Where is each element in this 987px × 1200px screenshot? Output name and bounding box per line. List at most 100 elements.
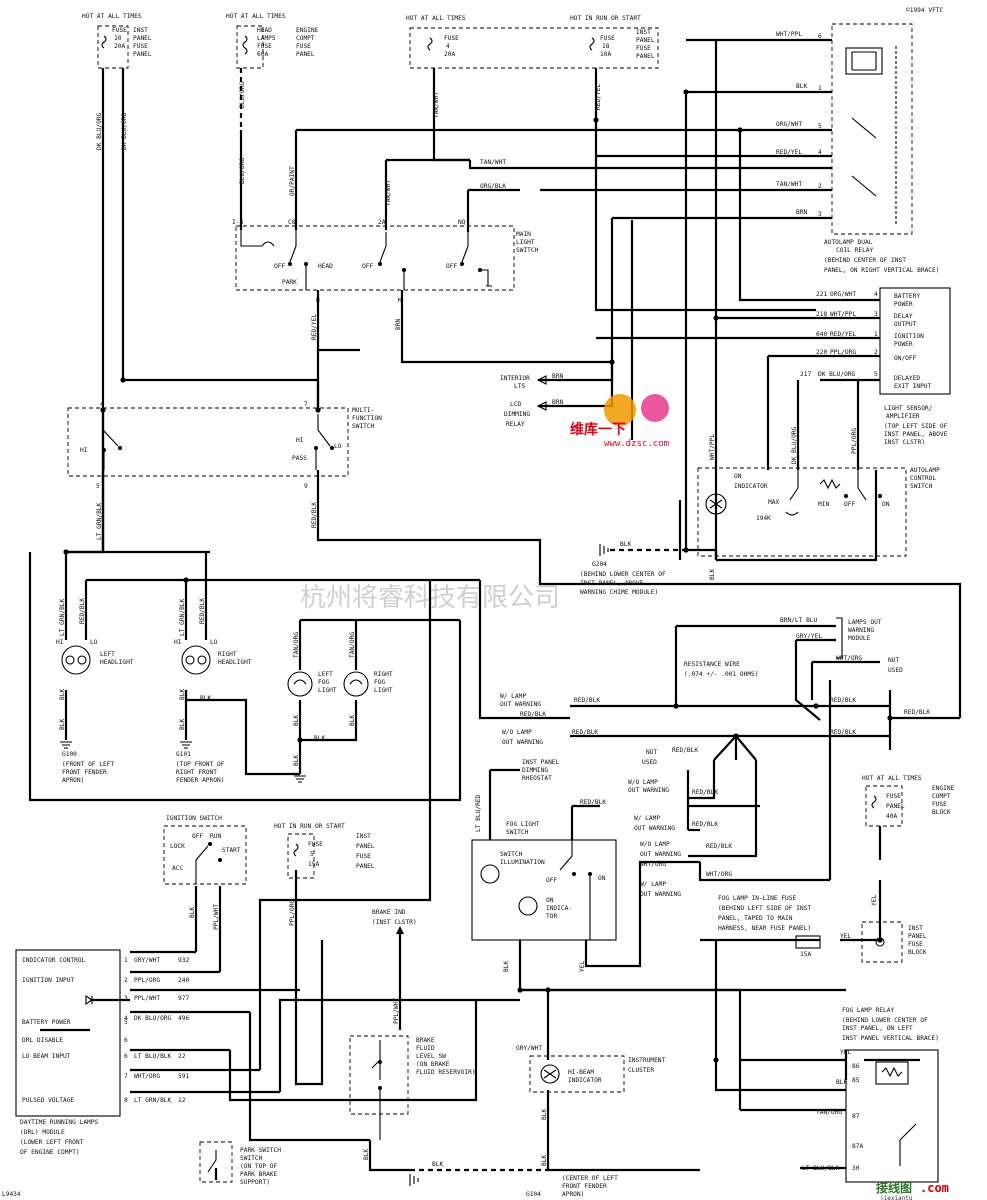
inst-block-1: INST <box>908 925 923 932</box>
ctrl-pos-off: OFF <box>844 501 855 508</box>
drl-row-circuit: 977 <box>178 995 189 1002</box>
dzsc-logo: 维库一下 www.dzsc.com <box>570 394 669 449</box>
drl-row-func: DRL DISABLE <box>22 1037 63 1044</box>
hl-right-lo: LO <box>210 639 218 646</box>
fog-ind-1: ON <box>546 897 554 904</box>
ctrl-pos-min: MIN <box>818 501 829 508</box>
g100-2: (FRONT OF LEFT <box>62 761 114 768</box>
main-switch-label-2: LIGHT <box>516 239 535 246</box>
fuse4-l1: FUSE <box>444 35 459 42</box>
lbl-tan-wht-1: TAN/WHT <box>433 92 440 118</box>
wol1-a: W/O LAMP <box>502 729 532 736</box>
g104: G104 (CENTER OF LEFT FRONT FENDER APRON)… <box>409 1161 618 1198</box>
lbl-ppl-org-2: PPL/ORG <box>289 900 296 926</box>
on-ind-2: INDICATOR <box>734 483 768 490</box>
engine-fuse-lbl4: PANEL <box>296 51 315 58</box>
splice-dot <box>673 703 679 709</box>
drl-row-wire: GRY/WHT <box>134 957 160 964</box>
wl2-a: W/ LAMP <box>634 815 660 822</box>
hot-run-start-2: HOT IN RUN OR START <box>274 823 345 830</box>
wl3-a: W/ LAMP <box>640 881 666 888</box>
lbl-dk-blu-org-1: DK BLU/ORG <box>96 112 103 150</box>
w-lt-blu-blk: LT BLU/BLK <box>802 1165 840 1172</box>
lbl-dk-blu-org-3: DK BLU/ORG <box>791 426 798 464</box>
w-yel-1: YEL <box>871 895 878 906</box>
fuse18-lbl2: PANEL <box>636 37 655 44</box>
fuse18-lbl1: INST <box>636 29 651 36</box>
park-switch: PARK SWITCH SWITCH (ON TOP OF PARK BRAKE… <box>199 1141 281 1186</box>
drl-label-1: DAYTIME RUNNING LAMPS <box>20 1119 99 1126</box>
hibeam-1: HI-BEAM <box>568 1069 594 1076</box>
hl-right-2: HEADLIGHT <box>218 659 252 666</box>
headlamp-fuse-l3: FUSE <box>257 43 272 50</box>
drl-row-pin: 4 <box>124 1015 128 1022</box>
wol2-b: OUT WARNING <box>628 787 669 794</box>
sensor-wire-5: DK BLU/ORG <box>818 371 856 378</box>
splice-dot <box>683 547 689 553</box>
fog-left-3: LIGHT <box>318 687 337 694</box>
brake-ind-1: BRAKE IND <box>372 909 406 916</box>
relay-pin-2: 1 <box>818 85 822 92</box>
sensor-fn-9: EXIT INPUT <box>894 383 932 390</box>
lbl-red-yel-1: RED/YEL <box>595 84 602 110</box>
inline-4: HARNESS, NEAR FUSE PANEL) <box>718 925 811 932</box>
w-redblk-11: RED/BLK <box>580 799 606 806</box>
w-brn-lt-blu: BRN/LT BLU <box>780 617 818 624</box>
hibeam-2: INDICATOR <box>568 1077 602 1084</box>
lamps-out-2: WARNING <box>848 627 874 634</box>
relay-wire-2: BLK <box>796 83 807 90</box>
splice-dot <box>683 89 689 95</box>
main-pos-park: PARK <box>282 279 297 286</box>
power-section: HOT AT ALL TIMES HOT AT ALL TIMES HOT AT… <box>82 7 944 69</box>
ignition-switch: IGNITION SWITCH OFF RUN LOCK START ACC <box>163 815 247 885</box>
ctrl-label-1: AUTOLAMP <box>910 467 940 474</box>
main-pin-2: C8 <box>288 219 296 226</box>
fuse4-l3: 20A <box>444 51 455 58</box>
fog-light-switch: FOG LIGHT SWITCH SWITCH ILLUMINATION OFF… <box>471 794 617 941</box>
sensor-fn-7: ON/OFF <box>894 355 917 362</box>
fogrelay-4: INST PANEL VERTICAL BRACE) <box>842 1035 939 1042</box>
g101-1: G101 <box>176 751 191 758</box>
not-used-1: NOT <box>888 657 899 664</box>
splice-dot <box>63 549 69 555</box>
lbl-red-blk-2: RED/BLK <box>79 598 86 624</box>
sensor-fn-1: BATTERY <box>894 293 920 300</box>
inline-3: PANEL, TAPED TO MAIN <box>718 915 793 922</box>
fuse18-l1: FUSE <box>600 35 615 42</box>
fuse10-l2: 10 <box>114 35 122 42</box>
lbl-blk-wht: BLK <box>189 907 196 918</box>
not-used2-2: USED <box>642 759 657 766</box>
multi-pin-4: 7 <box>304 401 308 408</box>
relay-wire-6: BRN <box>796 209 807 216</box>
w-redblk-3: RED/BLK <box>830 697 856 704</box>
sensor-pin-4: 2 <box>874 349 878 356</box>
g100-1: G100 <box>62 751 77 758</box>
ign-lock: LOCK <box>170 843 185 850</box>
multi-pos-lo: LO <box>334 443 342 450</box>
fog-right-1: RIGHT <box>374 671 393 678</box>
fuse18-lbl4: PANEL <box>636 53 655 60</box>
w-wht-org-2: WHT/ORG <box>640 861 666 868</box>
rheo-1: INST PANEL <box>522 759 560 766</box>
fogrelay-pin-30: 30 <box>852 1165 860 1172</box>
lbl-or-paint: OR/PAINT <box>289 166 296 196</box>
drl-row-pin: 2 <box>124 977 128 984</box>
multi-label-2: FUNCTION <box>352 415 382 422</box>
ign-off: OFF <box>192 833 203 840</box>
w-redblk-7: RED/BLK <box>672 747 698 754</box>
w-redblk-10: RED/BLK <box>706 843 732 850</box>
wol3-b: OUT WARNING <box>640 851 681 858</box>
fogrelay-2: (BEHIND LOWER CENTER OF <box>842 1017 928 1024</box>
lbl-ppl-wht-2: PPL/WHT <box>393 998 400 1024</box>
drl-row-pin: 6 <box>124 1037 128 1044</box>
resist-1: RESISTANCE WIRE <box>684 661 740 668</box>
hl-right-1: RIGHT <box>218 651 237 658</box>
ign-start: START <box>222 847 241 854</box>
cluster-1: INSTRUMENT <box>628 1057 666 1064</box>
fog-sw-1: FOG LIGHT <box>506 821 540 828</box>
inst-block-4: BLOCK <box>908 949 927 956</box>
fogrelay-pin-87: 87 <box>852 1113 860 1120</box>
drl-label-2: (DRL) MODULE <box>20 1129 65 1136</box>
sensor-wire-2: WHT/PPL <box>830 311 856 318</box>
